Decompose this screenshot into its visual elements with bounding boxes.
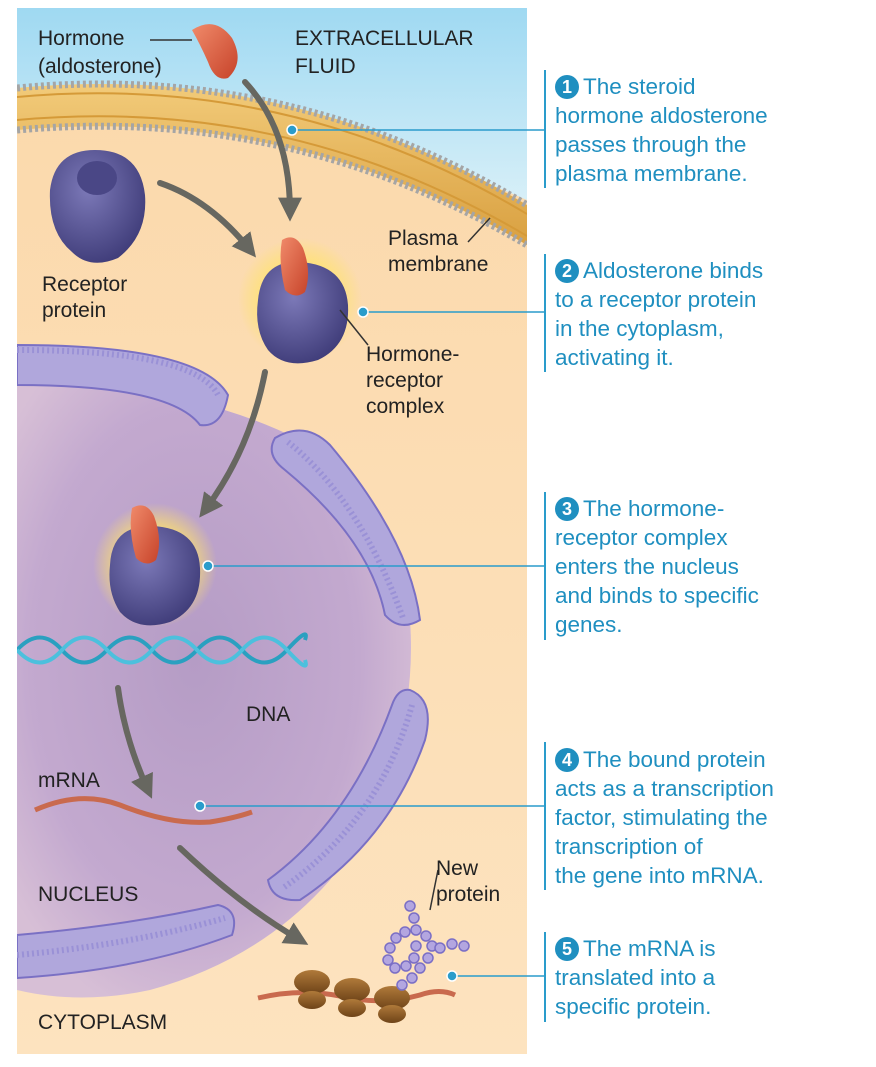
nucleus-label: NUCLEUS bbox=[38, 883, 139, 906]
mrna-label: mRNA bbox=[38, 769, 100, 792]
hormone-receptor-complex bbox=[238, 237, 362, 364]
step-2-text: Aldosterone binds to a receptor protein … bbox=[555, 258, 764, 370]
step-1-number: 1 bbox=[555, 75, 579, 99]
step-4-number: 4 bbox=[555, 748, 579, 772]
step-3-bar bbox=[544, 492, 546, 640]
complex-label: Hormone- receptor complex bbox=[366, 343, 460, 418]
step-2-bar bbox=[544, 254, 546, 372]
hormone-label: Hormone bbox=[38, 27, 125, 50]
nuclear-hormone-receptor-complex bbox=[93, 503, 217, 627]
step-5-text: The mRNA is translated into a specific p… bbox=[555, 936, 716, 1019]
extracellular-label: EXTRACELLULAR bbox=[295, 27, 474, 50]
plasma-membrane-label: Plasma membrane bbox=[388, 227, 489, 276]
step-1-text: The steroid hormone aldosterone passes t… bbox=[555, 74, 768, 186]
pathway-arrows bbox=[115, 79, 309, 945]
step-3-number: 3 bbox=[555, 497, 579, 521]
step-3-text: The hormone- receptor complex enters the… bbox=[555, 496, 759, 637]
mrna-strand bbox=[33, 796, 253, 825]
callout-lines bbox=[194, 124, 544, 982]
step-1-bar bbox=[544, 70, 546, 188]
step-2-number: 2 bbox=[555, 259, 579, 283]
dna-helix bbox=[17, 632, 308, 668]
label-leader-lines bbox=[150, 39, 491, 911]
hormone-molecule bbox=[192, 24, 238, 79]
new-protein-label: New protein bbox=[436, 857, 501, 906]
step-5-bar bbox=[544, 932, 546, 1022]
hormone-sublabel: (aldosterone) bbox=[38, 55, 162, 78]
step-4-text: The bound protein acts as a transcriptio… bbox=[555, 747, 774, 888]
extracellular-label-2: FLUID bbox=[295, 55, 356, 78]
ribosomes bbox=[294, 970, 410, 1023]
dna-label: DNA bbox=[246, 703, 291, 726]
step-5-number: 5 bbox=[555, 937, 579, 961]
cytoplasm-label: CYTOPLASM bbox=[38, 1011, 168, 1034]
cytoplasmic-mrna bbox=[257, 989, 457, 1004]
step-4-bar bbox=[544, 742, 546, 890]
nuclear-envelope bbox=[17, 343, 429, 980]
receptor-protein-label: Receptor protein bbox=[42, 273, 128, 322]
receptor-protein bbox=[49, 150, 146, 263]
new-protein-chain bbox=[382, 900, 470, 991]
